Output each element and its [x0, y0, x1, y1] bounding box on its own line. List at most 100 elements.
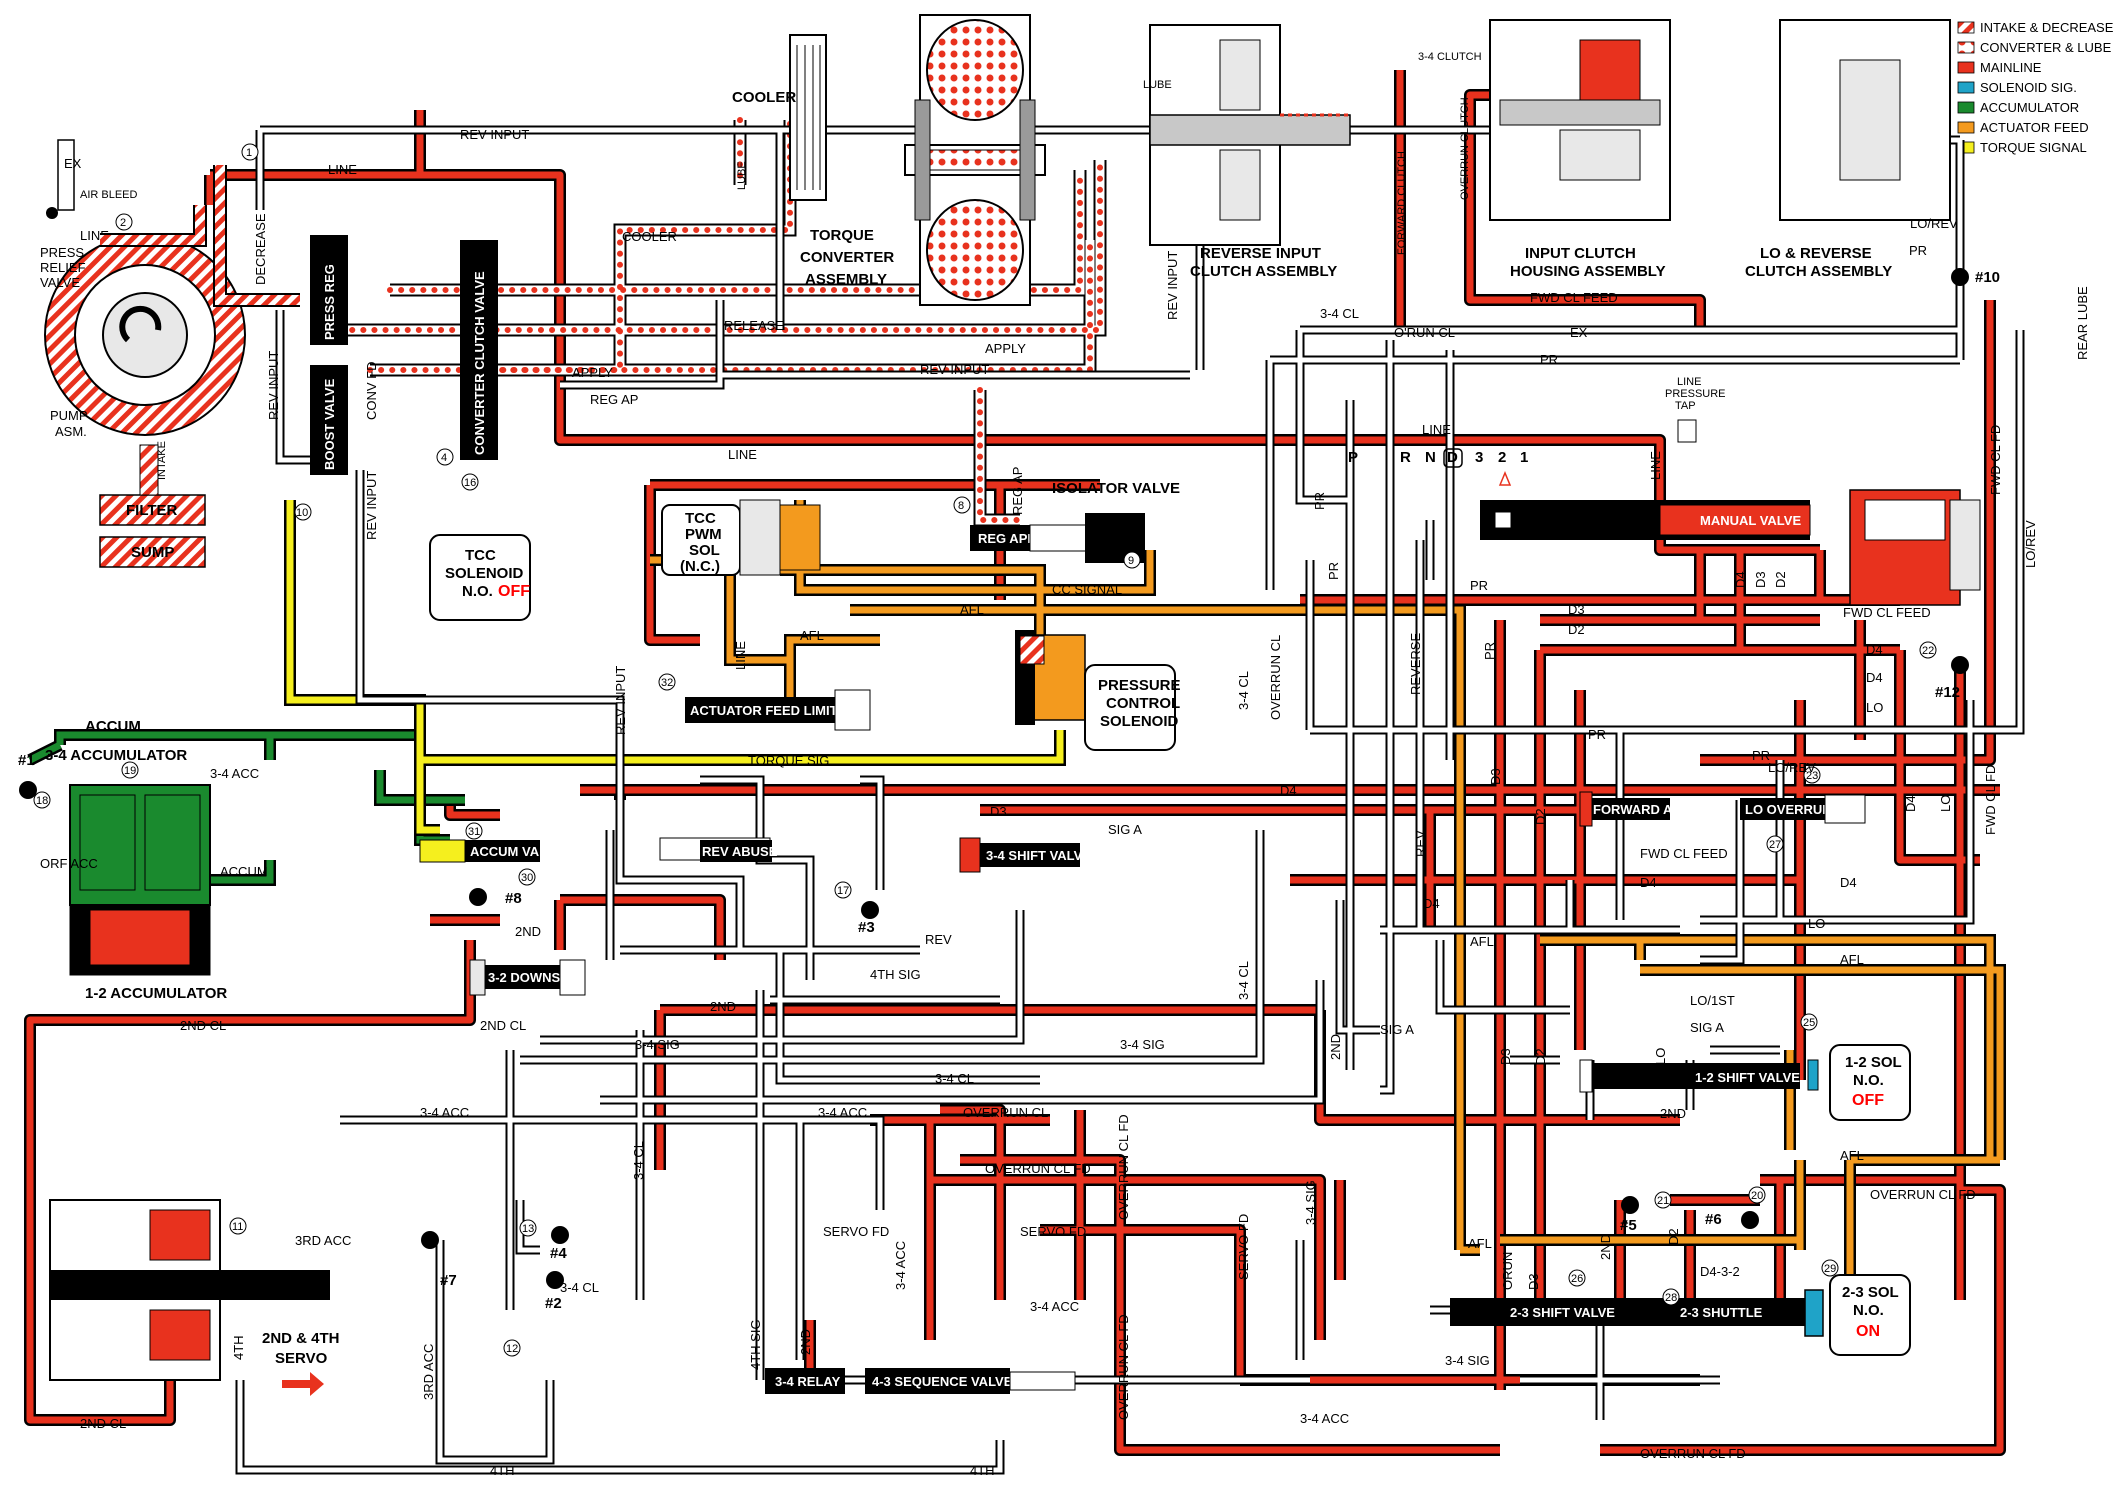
4th-label: 4TH	[231, 1335, 246, 1360]
lo-rev-label: LO/REV	[1768, 760, 1816, 775]
tcc-solenoid-label: TCC	[465, 547, 496, 564]
fwd-cl-fd-label: FWD CL FD	[1983, 765, 1998, 835]
servo-label: SERVO	[275, 1350, 328, 1367]
orifice-label: 23	[1806, 770, 1818, 782]
legend-label: INTAKE & DECREASE	[1980, 20, 2114, 35]
torque-converter-label: CONVERTER	[800, 249, 894, 266]
legend-label: SOLENOID SIG.	[1980, 80, 2077, 95]
4th-label: 4TH	[970, 1463, 995, 1478]
line-tap-label: TAP	[1675, 400, 1696, 412]
gear-n: N	[1425, 449, 1436, 466]
lo-1st-label: LO/1ST	[1690, 993, 1735, 1008]
sig-a-label: SIG A	[1108, 822, 1142, 837]
sig-a-label: SIG A	[1380, 1022, 1414, 1037]
exhaust-circuits	[235, 100, 2025, 1475]
ex-label: EX	[1570, 325, 1588, 340]
tcc-solenoid-state: OFF	[498, 583, 530, 600]
filter-label: FILTER	[126, 502, 178, 519]
accum-valve	[465, 840, 540, 862]
rev-input-label: REV INPUT	[266, 351, 281, 420]
cl-34-label: 3-4 CL	[1236, 671, 1251, 710]
overrun-cl-label: OVERRUN CL	[1268, 635, 1283, 720]
reg-apply-valve	[970, 525, 1030, 551]
23-solenoid	[1829, 1274, 1911, 1356]
pr-label: PR	[1470, 578, 1488, 593]
orifice-label: 22	[1922, 645, 1934, 657]
orifice-label: 31	[468, 826, 480, 838]
legend-swatch-converter	[1957, 41, 1975, 54]
lube-label: LUBE	[1143, 79, 1172, 91]
23-solenoid-label: N.O.	[1853, 1302, 1884, 1319]
d4-label: D4	[1903, 795, 1918, 812]
forward-abuse-valve	[1590, 798, 1670, 820]
tcc-solenoid	[429, 534, 531, 621]
apply-label: APPLY	[572, 365, 613, 380]
intake-label: INTAKE	[156, 441, 168, 480]
legend-swatch-accumulator	[1957, 101, 1975, 114]
cl-34-label: 3-4 CL	[935, 1071, 974, 1086]
afl-label: AFL	[800, 628, 824, 643]
rev-input-label: REV INPUT	[364, 471, 379, 540]
23-shuttle-label: 2-3 SHUTTLE	[1680, 1305, 1763, 1320]
34-shift-label: 3-4 SHIFT VALVE	[986, 848, 1091, 863]
line-tap-label: PRESSURE	[1665, 388, 1726, 400]
gear-2: 2	[1498, 449, 1506, 466]
rev-abuse-valve	[700, 840, 772, 862]
valve-bodies: PRESS REG BOOST VALVE CONVERTER CLUTCH V…	[310, 235, 1981, 1394]
accum-label: ACCUM	[85, 718, 141, 735]
rev-input-label: REV INPUT	[460, 127, 529, 142]
checkball-icon	[861, 901, 879, 919]
gear-p: P	[1348, 449, 1358, 466]
actuator-feed-circuits	[650, 500, 2006, 1280]
checkball-icon	[551, 1226, 569, 1244]
decrease-label: DECREASE	[253, 213, 268, 285]
overrun-cl-fd-label: OVERRUN CL FD	[1870, 1187, 1976, 1202]
input-clutch-housing-assembly: INPUT CLUTCH HOUSING ASSEMBLY 3-4 CLUTCH…	[1396, 19, 1671, 280]
lo-rev-label: LO/REV	[2023, 520, 2038, 568]
acc-3rd-label: 3RD ACC	[421, 1344, 436, 1400]
d2-label: D2	[1773, 571, 1788, 588]
line-labels: REV INPUT LINE COOLER RELEASE APPLY APPL…	[80, 127, 2090, 1478]
accum-label: ACCUM	[220, 864, 268, 879]
43-sequence-valve	[865, 1368, 1010, 1394]
checkball-label: #10	[1975, 269, 2000, 286]
isolator-label: ISOLATOR VALVE	[1052, 480, 1180, 497]
pr-label: PR	[1752, 748, 1770, 763]
d3-label: D3	[1568, 602, 1585, 617]
checkball-label: #7	[440, 1272, 457, 1289]
acc-34-label: 3-4 ACC	[1030, 1299, 1079, 1314]
rev-input-label: REV INPUT	[920, 362, 989, 377]
orifice-label: 27	[1769, 839, 1781, 851]
cl-34-label: 3-4 CL	[1320, 306, 1359, 321]
12-solenoid-state: OFF	[1852, 1092, 1884, 1109]
checkball-label: #3	[858, 919, 875, 936]
fwd-cl-feed-label: FWD CL FEED	[1530, 290, 1618, 305]
servo-assembly: 2ND & 4TH SERVO	[49, 1199, 340, 1396]
afl-label: AFL	[1470, 934, 1494, 949]
gear-d: D	[1447, 449, 1458, 466]
manual-valve-label: MANUAL VALVE	[1700, 513, 1801, 528]
checkball-label: #12	[1935, 684, 1960, 701]
mainline-circuits	[24, 70, 2006, 1456]
afl-label: ACTUATOR FEED LIMIT	[690, 703, 838, 718]
gear-1: 1	[1520, 449, 1528, 466]
2nd-cl-label: 2ND CL	[80, 1416, 126, 1431]
acc-34-label: 3-4 ACC	[420, 1105, 469, 1120]
d3-label: D3	[1526, 1273, 1541, 1290]
clutch-34-label: 3-4 CLUTCH	[1418, 51, 1482, 63]
input-clutch-label: INPUT CLUTCH	[1525, 245, 1636, 262]
34-relay-valve	[765, 1368, 845, 1394]
press-relief-label: PRESS	[40, 245, 84, 260]
apply-label: APPLY	[985, 341, 1026, 356]
tcc-pwm-label: (N.C.)	[680, 558, 720, 575]
air-bleed-label: AIR BLEED	[80, 189, 138, 201]
orifice-label: 11	[232, 1221, 243, 1233]
pressure-control-solenoid	[1084, 664, 1176, 751]
12-solenoid-label: 1-2 SOL	[1845, 1054, 1902, 1071]
d3-label: D3	[990, 804, 1007, 819]
servo-fd-label: SERVO FD	[823, 1224, 889, 1239]
sig-34-label: 3-4 SIG	[1445, 1353, 1490, 1368]
23-solenoid-state: ON	[1856, 1323, 1880, 1340]
pr-label: PR	[1312, 492, 1327, 510]
lo-label: LO	[1866, 700, 1883, 715]
